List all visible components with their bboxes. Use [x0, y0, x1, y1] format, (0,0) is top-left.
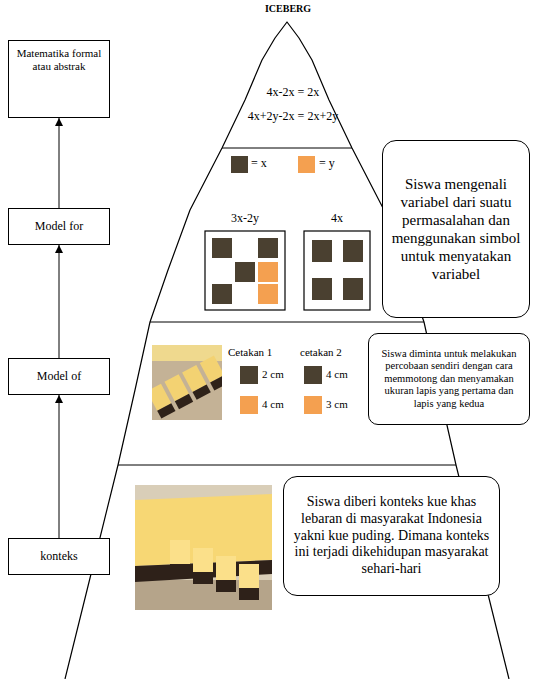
- level-box: Matematika formal atau abstrak: [8, 40, 110, 118]
- callout-box: Siswa diminta untuk melakukan percobaan …: [368, 333, 530, 425]
- dimension: 4 cm: [326, 368, 348, 381]
- flow-arrow: [59, 395, 60, 538]
- x-tile: [212, 284, 232, 304]
- level-box: konteks: [8, 538, 110, 575]
- photo-ground: [135, 485, 272, 610]
- cake-layer: [193, 572, 213, 584]
- tile-key: = y: [319, 157, 335, 171]
- dimension: 4 cm: [262, 398, 284, 411]
- x-tile: [235, 262, 255, 282]
- equation: 4x+2y-2x = 2x+2y: [248, 110, 338, 124]
- y-tile: [258, 262, 278, 282]
- level-box: Model of: [8, 358, 110, 395]
- x-tile: [258, 238, 278, 258]
- expression: 4x: [331, 212, 343, 226]
- pudding-photo: [152, 345, 222, 420]
- cake-layer: [210, 375, 222, 390]
- pudding-photo: [135, 485, 272, 610]
- level-box: Model for: [8, 208, 110, 245]
- y-tile: [258, 284, 278, 304]
- cake-layer: [193, 548, 213, 572]
- y-tile: [304, 396, 322, 414]
- x-tile: [304, 366, 322, 384]
- x-tile: [240, 366, 258, 384]
- mould-label: cetakan 2: [300, 346, 342, 359]
- dimension: 2 cm: [262, 368, 284, 381]
- x-tile: [312, 240, 332, 262]
- x-tile: [343, 278, 363, 300]
- callout-box: Siswa mengenali variabel dari suatu perm…: [382, 140, 530, 318]
- cake-layer: [192, 384, 210, 399]
- expression: 3x-2y: [231, 212, 259, 226]
- box-text: Siswa diminta untuk melakukan percobaan …: [374, 348, 524, 411]
- y-tile: [298, 156, 315, 173]
- mould-label: Cetakan 1: [228, 346, 272, 359]
- flow-arrow: [59, 118, 60, 208]
- band-divider: [118, 465, 456, 466]
- diagram-title: ICEBERG: [265, 3, 311, 14]
- box-text: Siswa mengenali variabel dari suatu perm…: [389, 175, 523, 283]
- cake-layer: [157, 403, 175, 418]
- band-divider: [222, 148, 352, 149]
- equation: 4x-2x = 2x: [267, 86, 320, 100]
- cake-layer: [216, 580, 236, 592]
- cake-layer: [170, 540, 190, 564]
- band-divider: [150, 322, 424, 323]
- tile-key: = x: [251, 157, 267, 171]
- box-text: konteks: [40, 549, 77, 563]
- x-tile: [212, 238, 232, 258]
- cake-layer: [170, 564, 190, 576]
- x-tile: [343, 240, 363, 262]
- cake-layer: [239, 564, 259, 588]
- dimension: 3 cm: [326, 398, 348, 411]
- tile-frame: [205, 231, 285, 310]
- box-text: Siswa diberi konteks kue khas lebaran di…: [291, 494, 492, 578]
- cake-slices: [152, 356, 222, 419]
- callout-box: Siswa diberi konteks kue khas lebaran di…: [283, 476, 500, 596]
- tile-frame: [304, 231, 370, 310]
- box-text: Matematika formal atau abstrak: [15, 47, 103, 73]
- cake-layer: [175, 394, 193, 409]
- x-tile: [231, 156, 248, 173]
- y-tile: [240, 396, 258, 414]
- cake-layer: [239, 588, 259, 600]
- x-tile: [312, 278, 332, 300]
- box-text: Model of: [37, 369, 81, 383]
- cake-layer: [216, 556, 236, 580]
- flow-arrow: [59, 245, 60, 358]
- box-text: Model for: [35, 219, 83, 233]
